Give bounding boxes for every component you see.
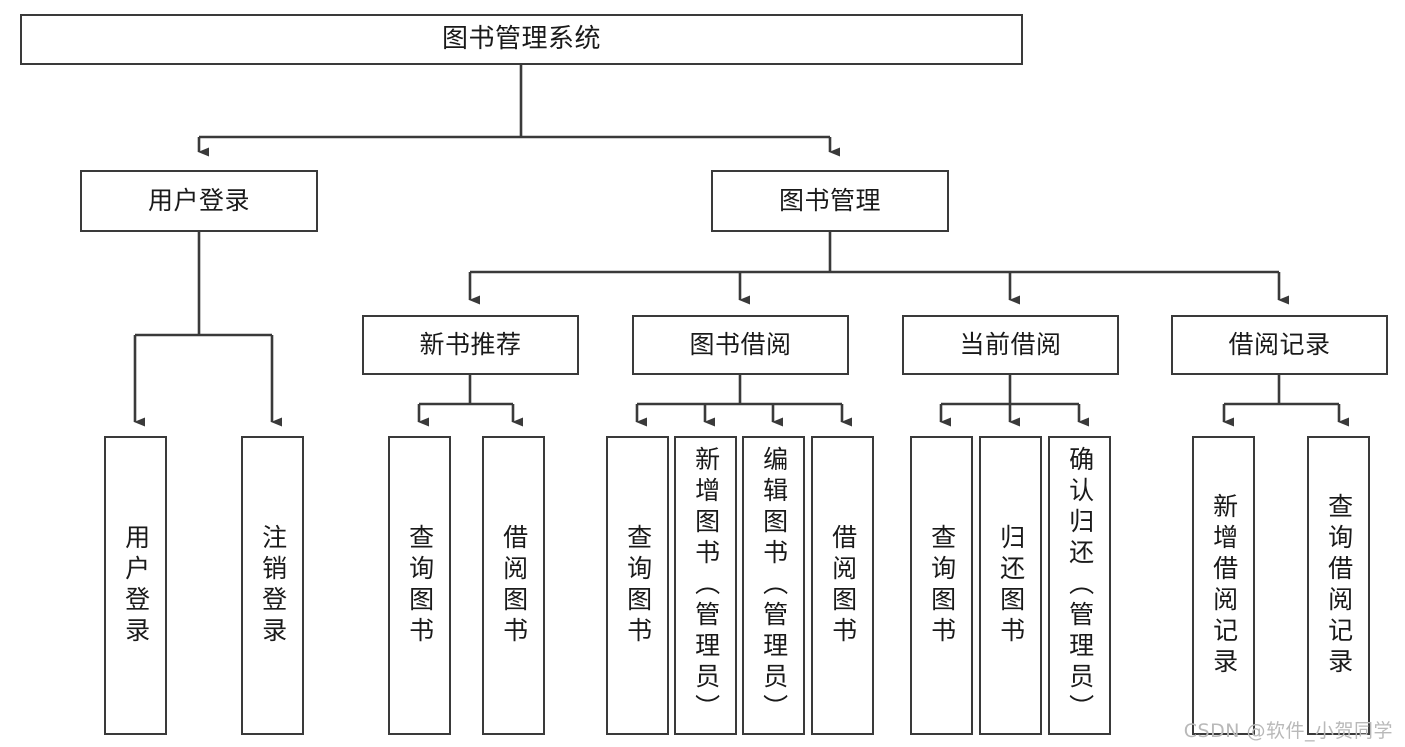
node-leaf-borrow-query-book[interactable]: 查询图书 (606, 436, 669, 735)
node-leaf-rec-borrow-book[interactable]: 借阅图书 (482, 436, 545, 735)
node-borrowing-record[interactable]: 借阅记录 (1171, 315, 1388, 375)
node-label: 图书管理系统 (441, 23, 601, 54)
node-leaf-current-return-book[interactable]: 归还图书 (979, 436, 1042, 735)
node-label: 归还图书 (996, 523, 1026, 648)
node-leaf-current-query-book[interactable]: 查询图书 (910, 436, 973, 735)
node-book-borrowing[interactable]: 图书借阅 (632, 315, 849, 375)
node-label: 新增图书（管理员） (691, 446, 721, 725)
node-label: 借阅图书 (499, 523, 529, 648)
node-label: 借阅图书 (828, 523, 858, 648)
node-current-borrowing[interactable]: 当前借阅 (902, 315, 1119, 375)
node-leaf-borrow-edit-book-admin[interactable]: 编辑图书（管理员） (742, 436, 805, 735)
node-leaf-record-query-borrow-record[interactable]: 查询借阅记录 (1307, 436, 1370, 735)
node-label: 图书借阅 (689, 330, 792, 359)
node-label: 查询借阅记录 (1324, 492, 1354, 679)
node-new-book-recommendation[interactable]: 新书推荐 (362, 315, 579, 375)
node-label: 查询图书 (623, 523, 653, 648)
csdn-watermark: CSDN @软件_小贺同学 (1183, 720, 1393, 742)
node-leaf-user-login[interactable]: 用户登录 (104, 436, 167, 735)
node-leaf-rec-query-book[interactable]: 查询图书 (388, 436, 451, 735)
node-label: 查询图书 (927, 523, 957, 648)
node-root-book-management-system[interactable]: 图书管理系统 (20, 14, 1023, 65)
node-label: 查询图书 (405, 523, 435, 648)
node-label: 编辑图书（管理员） (759, 446, 789, 725)
node-label: 用户登录 (147, 186, 250, 215)
node-label: 用户登录 (121, 523, 151, 648)
node-label: 借阅记录 (1228, 330, 1331, 359)
node-leaf-borrow-add-book-admin[interactable]: 新增图书（管理员） (674, 436, 737, 735)
node-leaf-borrow-lend-book[interactable]: 借阅图书 (811, 436, 874, 735)
node-book-management[interactable]: 图书管理 (711, 170, 949, 232)
node-leaf-user-logout[interactable]: 注销登录 (241, 436, 304, 735)
node-leaf-record-add-borrow-record[interactable]: 新增借阅记录 (1192, 436, 1255, 735)
node-leaf-current-confirm-return-admin[interactable]: 确认归还（管理员） (1048, 436, 1111, 735)
node-user-login[interactable]: 用户登录 (80, 170, 318, 232)
node-label: 当前借阅 (959, 330, 1062, 359)
node-label: 注销登录 (258, 523, 288, 648)
node-label: 新书推荐 (419, 330, 522, 359)
node-label: 新增借阅记录 (1209, 492, 1239, 679)
node-label: 确认归还（管理员） (1065, 446, 1095, 725)
node-label: 图书管理 (778, 186, 881, 215)
